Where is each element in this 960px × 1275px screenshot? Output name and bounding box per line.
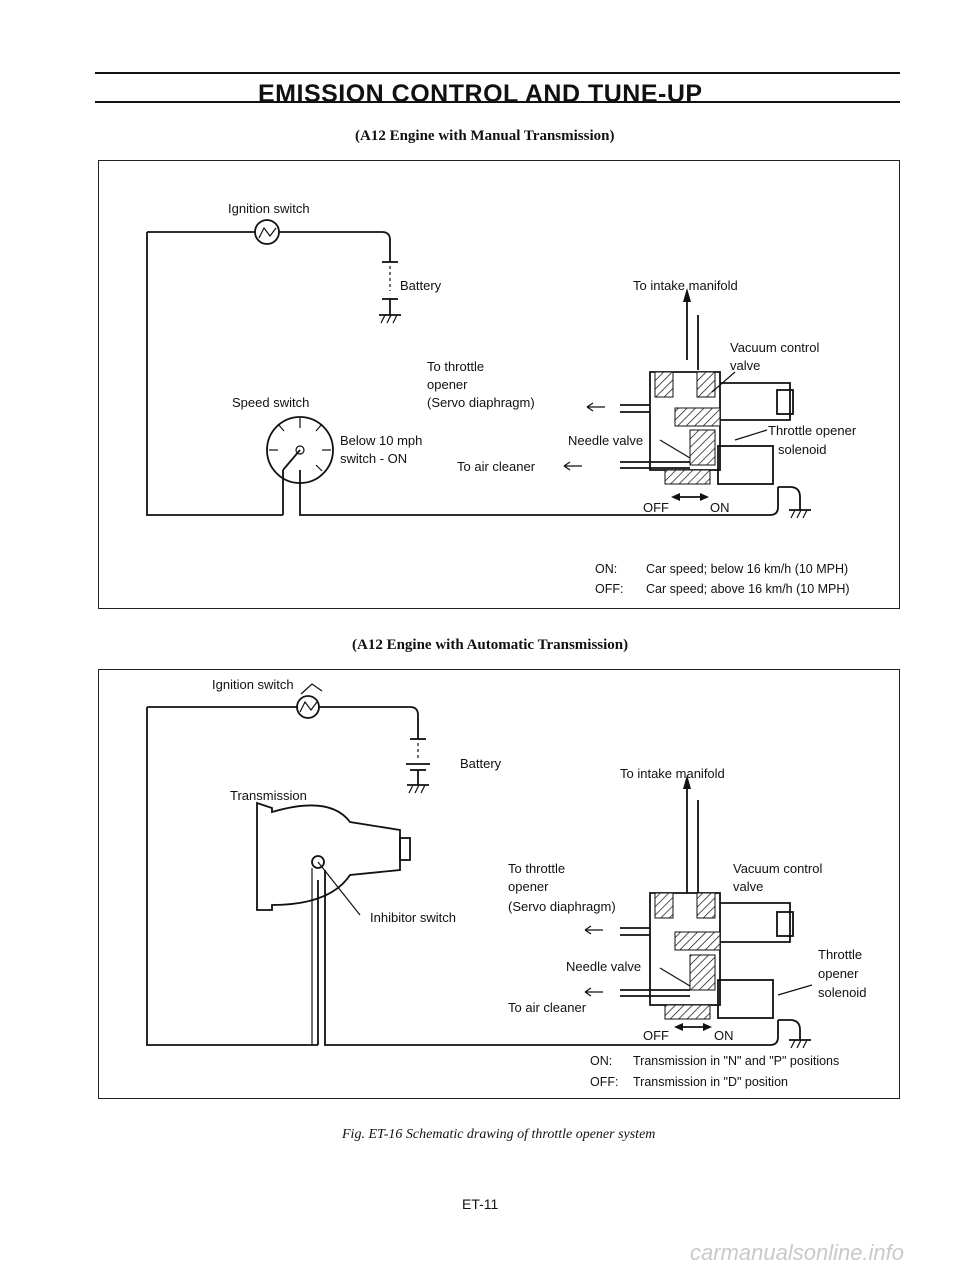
auto-note-off-key: OFF: [590, 1075, 619, 1089]
manual-intake-manifold-label: To intake manifold [633, 278, 738, 293]
page-header: EMISSION CONTROL AND TUNE-UP [258, 80, 703, 108]
auto-off-label: OFF [643, 1028, 669, 1043]
automatic-section-title: (A12 Engine with Automatic Transmission) [352, 637, 629, 653]
auto-to-throttle-label-2: opener [508, 879, 549, 894]
auto-battery-label: Battery [460, 756, 502, 771]
automatic-wiring [146, 706, 779, 1046]
automatic-battery-icon [406, 738, 430, 794]
manual-note-off-text: Car speed; above 16 km/h (10 MPH) [646, 582, 850, 596]
auto-vacuum-control-label-2: valve [733, 879, 764, 894]
auto-throttle-label-1: Throttle [818, 947, 863, 962]
manual-speed-note-2: switch - ON [340, 451, 408, 466]
auto-to-throttle-label-1: To throttle [508, 861, 566, 876]
auto-throttle-label-2: opener [818, 966, 859, 981]
header-rule-bottom [95, 101, 900, 103]
auto-transmission-label: Transmission [230, 788, 307, 803]
automatic-ignition-key-icon [296, 683, 323, 719]
manual-speed-switch-label: Speed switch [232, 395, 310, 410]
manual-section-title: (A12 Engine with Manual Transmission) [355, 128, 615, 144]
page-number: ET-11 [462, 1196, 499, 1212]
manual-to-throttle-label-2: opener [427, 377, 468, 392]
auto-note-on-key: ON: [590, 1054, 613, 1068]
manual-wiring [146, 231, 779, 516]
manual-needle-valve-label: Needle valve [568, 433, 644, 448]
manual-ignition-switch-label: Ignition switch [228, 201, 310, 216]
manual-battery-label: Battery [400, 278, 442, 293]
manual-note-off-key: OFF: [595, 582, 624, 596]
auto-on-label: ON [714, 1028, 734, 1043]
manual-throttle-opener-label-2: solenoid [778, 442, 827, 457]
automatic-diagram-panel [98, 669, 900, 1099]
manual-note-on-text: Car speed; below 16 km/h (10 MPH) [646, 562, 849, 576]
manual-to-throttle-label-3: (Servo diaphragm) [427, 395, 535, 410]
manual-note-on-key: ON: [595, 562, 618, 576]
manual-throttle-opener-label-1: Throttle opener [768, 423, 857, 438]
auto-inhibitor-switch-label: Inhibitor switch [370, 910, 456, 925]
manual-vacuum-control-label-1: Vacuum control [730, 340, 820, 355]
auto-to-throttle-label-3: (Servo diaphragm) [508, 899, 616, 914]
manual-valve-assembly [563, 288, 811, 519]
manual-on-label: ON [710, 500, 730, 515]
auto-air-cleaner-label: To air cleaner [508, 1000, 587, 1015]
auto-ignition-switch-label: Ignition switch [212, 677, 294, 692]
manual-ignition-key-icon [254, 219, 280, 245]
manual-speed-note-1: Below 10 mph [340, 433, 423, 448]
auto-intake-manifold-label: To intake manifold [620, 766, 725, 781]
figure-caption: Fig. ET-16 Schematic drawing of throttle… [342, 1127, 656, 1142]
auto-needle-valve-label: Needle valve [566, 959, 642, 974]
manual-to-throttle-label-1: To throttle [427, 359, 485, 374]
auto-note-on-text: Transmission in "N" and "P" positions [633, 1054, 840, 1068]
transmission-icon [256, 801, 411, 1045]
manual-diagram-panel [98, 160, 900, 609]
manual-vacuum-control-label-2: valve [730, 358, 761, 373]
header-rule-top [95, 72, 900, 74]
manual-battery-icon [379, 261, 401, 324]
manual-air-cleaner-label: To air cleaner [457, 459, 536, 474]
watermark: carmanualsonline.info [690, 1240, 905, 1265]
auto-vacuum-control-label-1: Vacuum control [733, 861, 823, 876]
auto-throttle-label-3: solenoid [818, 985, 867, 1000]
manual-off-label: OFF [643, 500, 669, 515]
manual-speed-switch-icon [266, 416, 334, 515]
automatic-valve-assembly [584, 775, 813, 1049]
auto-note-off-text: Transmission in "D" position [633, 1075, 788, 1089]
